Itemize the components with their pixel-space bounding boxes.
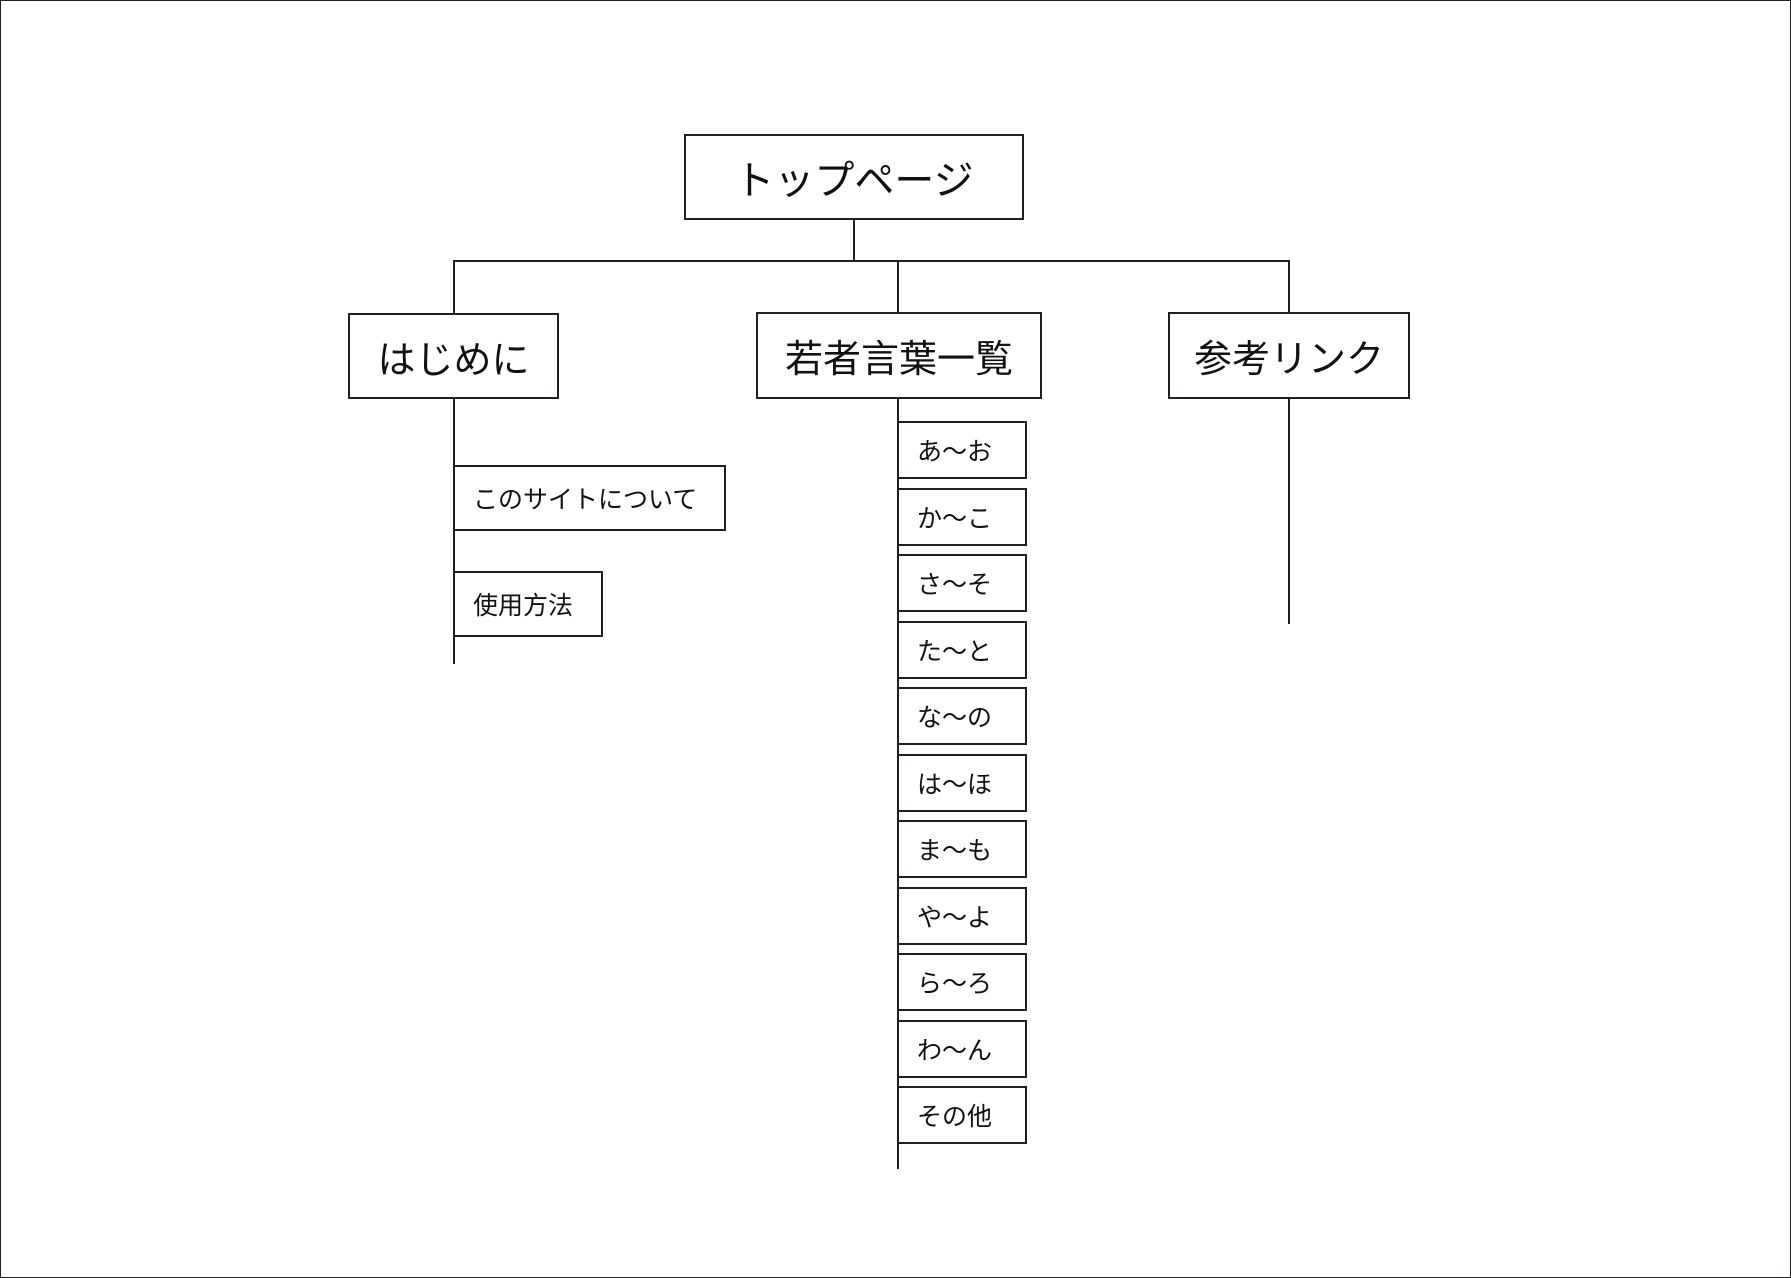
node-kana-group[interactable]: か〜こ (897, 487, 1027, 546)
node-label: わ〜ん (917, 1035, 993, 1065)
connector-horizontal (453, 260, 1290, 262)
node-label: トップページ (734, 158, 974, 204)
node-label: さ〜そ (917, 570, 993, 599)
node-kana-group[interactable]: な〜の (897, 687, 1027, 745)
node-kana-group[interactable]: ま〜も (897, 820, 1027, 878)
node-label: ら〜ろ (917, 969, 993, 998)
connector-hajimeni-children (453, 398, 455, 664)
node-label: や〜よ (917, 902, 993, 932)
node-label: は〜ほ (917, 769, 993, 799)
connector-wakamono (897, 260, 899, 314)
node-kana-group[interactable]: わ〜ん (897, 1019, 1027, 1078)
node-kana-group[interactable]: や〜よ (897, 886, 1027, 945)
node-kana-group[interactable]: ら〜ろ (897, 953, 1027, 1011)
node-label: 参考リンク (1193, 337, 1384, 381)
node-label: な〜の (917, 703, 993, 732)
node-label: か〜こ (917, 503, 993, 533)
node-label: その他 (917, 1102, 993, 1131)
node-label: あ〜お (917, 437, 993, 466)
node-label: はじめに (377, 337, 530, 382)
node-wakamono-kotoba[interactable]: 若者言葉一覧 (756, 312, 1042, 399)
connector-sanko-children (1288, 398, 1290, 624)
node-kana-group[interactable]: その他 (897, 1086, 1027, 1144)
node-kana-group[interactable]: た〜と (897, 620, 1027, 679)
connector-sanko (1288, 260, 1290, 314)
node-label: ま〜も (917, 836, 993, 865)
node-label: このサイトについて (473, 485, 698, 514)
node-label: 若者言葉一覧 (784, 337, 1013, 381)
node-sanko-link[interactable]: 参考リンク (1168, 312, 1410, 399)
node-about-site[interactable]: このサイトについて (453, 465, 726, 531)
connector-root (853, 219, 855, 262)
node-top-page[interactable]: トップページ (684, 134, 1024, 220)
node-kana-group[interactable]: あ〜お (897, 421, 1027, 479)
node-label: 使用方法 (473, 591, 574, 620)
node-hajimeni[interactable]: はじめに (348, 313, 559, 399)
node-usage[interactable]: 使用方法 (453, 571, 603, 637)
connector-hajimeni (453, 260, 455, 314)
node-kana-group[interactable]: は〜ほ (897, 753, 1027, 812)
node-label: た〜と (917, 636, 993, 666)
node-kana-group[interactable]: さ〜そ (897, 554, 1027, 612)
